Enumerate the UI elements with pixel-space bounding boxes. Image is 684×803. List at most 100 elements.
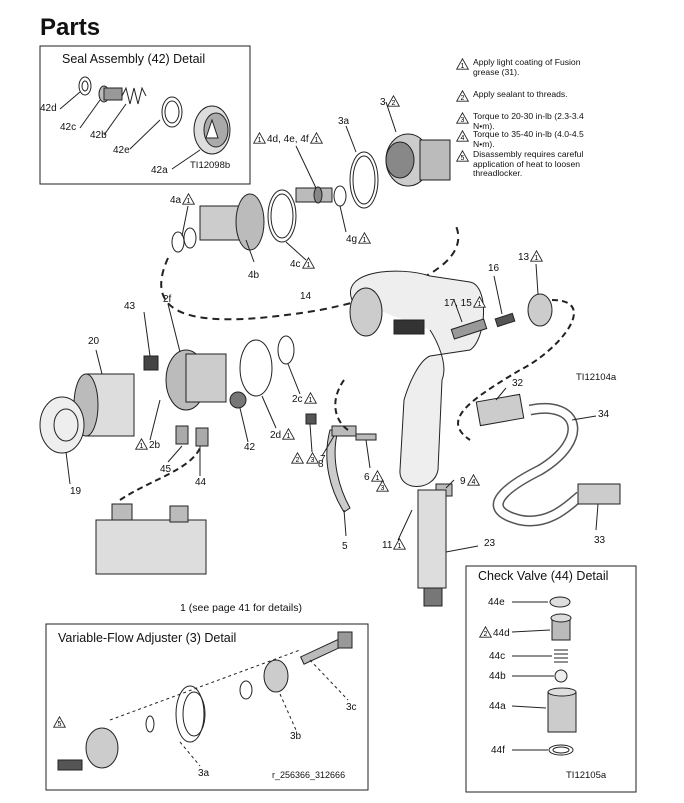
check-valve-box: [465, 565, 637, 793]
label-32: 32: [512, 378, 524, 389]
label-2f: 2f: [163, 294, 172, 305]
label-45: 45: [160, 464, 172, 475]
label-43: 43: [124, 301, 136, 312]
note-2-symbol: 2: [456, 90, 469, 102]
label-42e: 42e: [113, 145, 130, 156]
note-2-text: Apply sealant to threads.: [473, 89, 568, 99]
note-1-symbol: 1: [358, 232, 372, 244]
part-11-23-filter: [417, 489, 447, 607]
note-1-symbol: 1: [303, 392, 317, 404]
svg-text:3: 3: [311, 457, 315, 464]
svg-text:2: 2: [391, 100, 395, 107]
svg-text:1: 1: [535, 255, 539, 262]
label-42a: 42a: [151, 165, 168, 176]
note-4-symbol: 4: [466, 474, 480, 486]
note-5-symbol: 5: [53, 716, 66, 728]
note-3-symbol: 3: [456, 112, 469, 124]
svg-text:2: 2: [461, 95, 465, 102]
note-3-symbol: 3: [306, 452, 319, 464]
note-2-symbol: 2: [291, 452, 304, 464]
note-1-symbol: 1: [472, 296, 486, 308]
part-4c-ring: [267, 189, 297, 243]
svg-text:5: 5: [461, 155, 465, 162]
label-8: 8: [318, 459, 324, 470]
vfa-base: [57, 727, 119, 771]
page-title: Parts: [40, 14, 101, 41]
part-43-fitting: [143, 355, 159, 371]
note-4-text: Torque to 35-40 in-lb (4.0-4.5 N•m).: [473, 129, 584, 149]
part-3a-ring: [349, 151, 379, 209]
label-42c: 42c: [60, 122, 77, 133]
seal-42e-ring: [161, 96, 183, 128]
part-42-seal: [229, 391, 247, 409]
figure-id-ti12105a: TI12105a: [566, 770, 607, 781]
vfa-3c-stem: [299, 631, 353, 665]
label-3a: 3a: [338, 116, 350, 127]
part-4def-stack: [295, 186, 333, 204]
part-4a-orings: [171, 227, 197, 253]
svg-text:1: 1: [308, 397, 312, 404]
note-1-symbol: 1: [135, 438, 148, 450]
note-1-symbol: 1: [301, 257, 315, 269]
figure-id-ti12104a: TI12104a: [576, 372, 617, 383]
note-5-symbol-vfa: 5: [52, 716, 67, 729]
part-33-fitting: [577, 483, 621, 505]
note-3-symbol-6: 3: [375, 480, 390, 493]
note-2-symbol: 2: [479, 626, 492, 638]
label-42b: 42b: [90, 130, 107, 141]
label-4b: 4b: [248, 270, 260, 281]
note-1-symbol: 1: [182, 193, 196, 205]
part-32-fitting: [475, 393, 525, 427]
svg-text:1: 1: [375, 475, 379, 482]
svg-text:4: 4: [471, 479, 475, 486]
label-44b: 44b: [489, 671, 506, 682]
label-42: 42: [244, 442, 256, 453]
note-1-symbol: 1: [253, 132, 266, 144]
part-1-manifold: [95, 503, 207, 575]
part-34-hose: [492, 403, 584, 527]
svg-text:1: 1: [258, 137, 262, 144]
svg-text:1: 1: [287, 433, 291, 440]
part-19-nut: [39, 396, 85, 454]
part-16-spring: [494, 312, 516, 328]
note-5-symbol: 5: [456, 150, 469, 162]
svg-text:1: 1: [187, 198, 191, 205]
note-1-symbol: 1: [370, 470, 384, 482]
check-44e-seal: [549, 596, 571, 608]
vfa-ring: [239, 680, 253, 700]
note-1-symbol: 1: [309, 132, 323, 144]
note-3-symbol: 3: [376, 480, 389, 492]
label-14: 14: [300, 291, 312, 302]
check-box-title: Check Valve (44) Detail: [478, 569, 609, 583]
check-44a-housing: [547, 687, 577, 733]
seal-42b-spring: [121, 86, 147, 105]
vfa-3a-ring: [175, 685, 206, 743]
seal-box-title: Seal Assembly (42) Detail: [62, 52, 206, 66]
note-1-text: Apply light coating of Fusion grease (31…: [473, 57, 581, 77]
check-44f-seal: [548, 744, 574, 756]
note-5-text: Disassembly requires careful application…: [473, 149, 584, 179]
check-44b-ball: [554, 669, 568, 683]
note-1-symbol: 1: [282, 428, 296, 440]
vfa-3b-knob: [263, 659, 289, 693]
label-19: 19: [70, 486, 82, 497]
label-34: 34: [598, 409, 610, 420]
label-44f: 44f: [491, 745, 505, 756]
note-1-symbol: 1: [393, 538, 407, 550]
label-3c: 3c: [346, 702, 357, 713]
label-16: 16: [488, 263, 500, 274]
